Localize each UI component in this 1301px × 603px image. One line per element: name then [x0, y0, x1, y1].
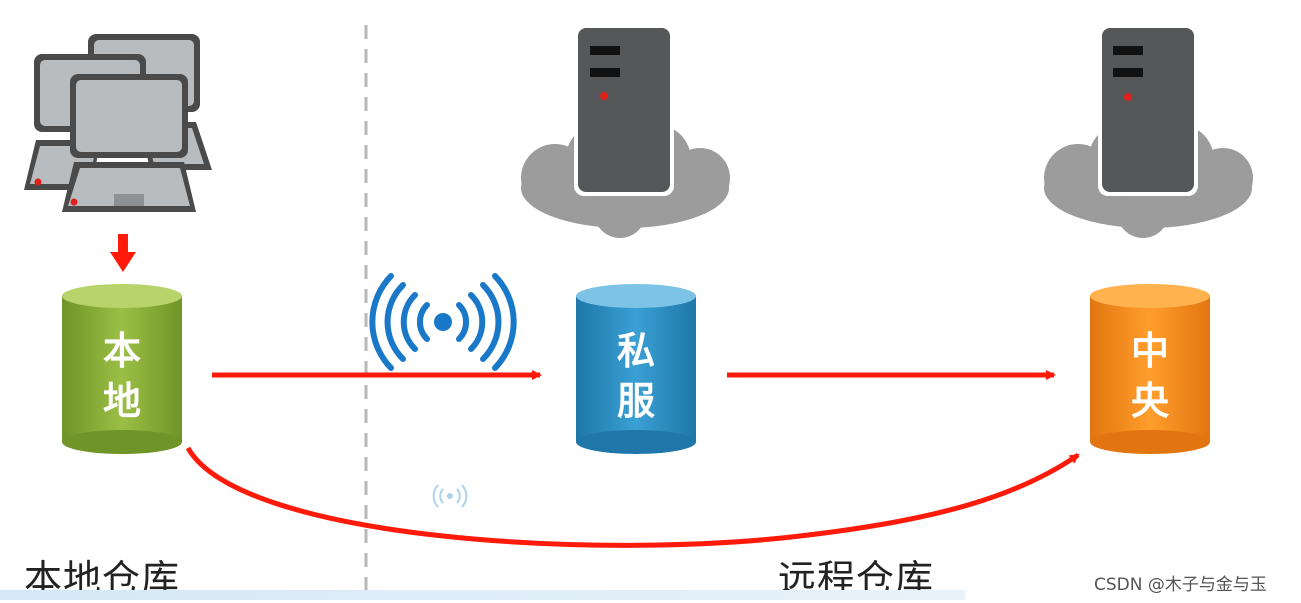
watermark: CSDN @木子与金与玉 — [1094, 575, 1267, 595]
computer-group-icon — [24, 34, 212, 212]
private-repository-cylinder: 私 服 — [576, 284, 696, 454]
central-label-line2: 央 — [1131, 379, 1170, 423]
small-signal-icon — [432, 484, 468, 508]
local-label-line2: 地 — [103, 379, 141, 423]
private-label-line1: 私 — [617, 329, 655, 373]
local-label-line1: 本 — [103, 329, 141, 373]
server-icon — [574, 24, 674, 196]
server-icon — [1098, 24, 1198, 196]
down-arrow — [110, 234, 136, 272]
central-label-line1: 中 — [1131, 329, 1169, 373]
local-repository-cylinder: 本 地 — [62, 284, 182, 454]
arrow-local-to-central — [185, 446, 1080, 548]
wireless-signal-icon — [369, 273, 517, 371]
central-repository-cylinder: 中 央 — [1090, 284, 1210, 454]
private-label-line2: 服 — [617, 379, 655, 423]
bottom-strip — [0, 590, 965, 600]
